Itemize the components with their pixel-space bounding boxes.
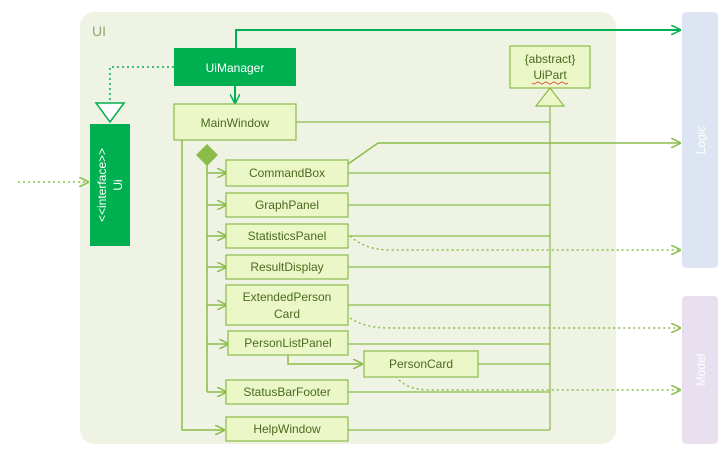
statusbarfooter-box bbox=[225, 379, 349, 405]
logic-label: Logic bbox=[694, 126, 708, 155]
mainwindow-to-helpwindow bbox=[181, 140, 224, 430]
helpwindow-box bbox=[225, 416, 349, 442]
ui-package-label: UI bbox=[92, 23, 106, 39]
mainwindow-box bbox=[173, 103, 297, 141]
commandbox-box bbox=[225, 159, 349, 187]
model-component bbox=[682, 296, 718, 444]
commandbox-to-logic-arrow bbox=[347, 143, 680, 165]
logic-component bbox=[682, 12, 718, 268]
uimanager-to-logic-arrow bbox=[235, 30, 680, 48]
extendedpersoncard-box bbox=[225, 284, 349, 326]
realization-triangle bbox=[94, 102, 126, 124]
uipart-generalization-triangle bbox=[534, 87, 566, 107]
personcard-label: PersonCard bbox=[389, 357, 453, 371]
statisticspanel-box bbox=[225, 223, 349, 249]
graphpanel-label: GraphPanel bbox=[255, 198, 319, 212]
resultdisplay-label: ResultDisplay bbox=[250, 260, 323, 274]
uipart-name: UiPart bbox=[533, 68, 567, 82]
personlistpanel-box bbox=[227, 330, 349, 356]
resultdisplay-box bbox=[225, 254, 349, 280]
extendedpersoncard-label-line2: Card bbox=[274, 307, 300, 321]
ui-interface-name: Ui bbox=[111, 179, 125, 190]
uimanager-box bbox=[174, 48, 296, 86]
helpwindow-label: HelpWindow bbox=[253, 422, 321, 436]
personcard-box bbox=[363, 350, 479, 378]
uimanager-realizes-ui bbox=[109, 66, 174, 102]
uipart-stereotype: {abstract} bbox=[525, 52, 576, 66]
uipart-underline bbox=[531, 81, 569, 85]
personlistpanel-label: PersonListPanel bbox=[244, 336, 331, 350]
extendedpersoncard-to-model-dotted bbox=[349, 317, 680, 328]
extendedpersoncard-label-line1: ExtendedPerson bbox=[243, 290, 332, 304]
ui-interface-box bbox=[90, 124, 130, 246]
model-label: Model bbox=[694, 354, 708, 387]
mainwindow-label: MainWindow bbox=[201, 116, 270, 130]
personlistpanel-to-personcard bbox=[287, 352, 362, 364]
statusbarfooter-label: StatusBarFooter bbox=[243, 385, 330, 399]
uimanager-label: UiManager bbox=[206, 61, 265, 75]
statisticspanel-label: StatisticsPanel bbox=[248, 229, 327, 243]
composition-diamond bbox=[196, 144, 218, 166]
commandbox-label: CommandBox bbox=[249, 166, 325, 180]
graphpanel-box bbox=[225, 192, 349, 218]
uipart-box bbox=[509, 45, 591, 89]
ui-interface-stereotype: <<interface>> bbox=[95, 148, 109, 222]
